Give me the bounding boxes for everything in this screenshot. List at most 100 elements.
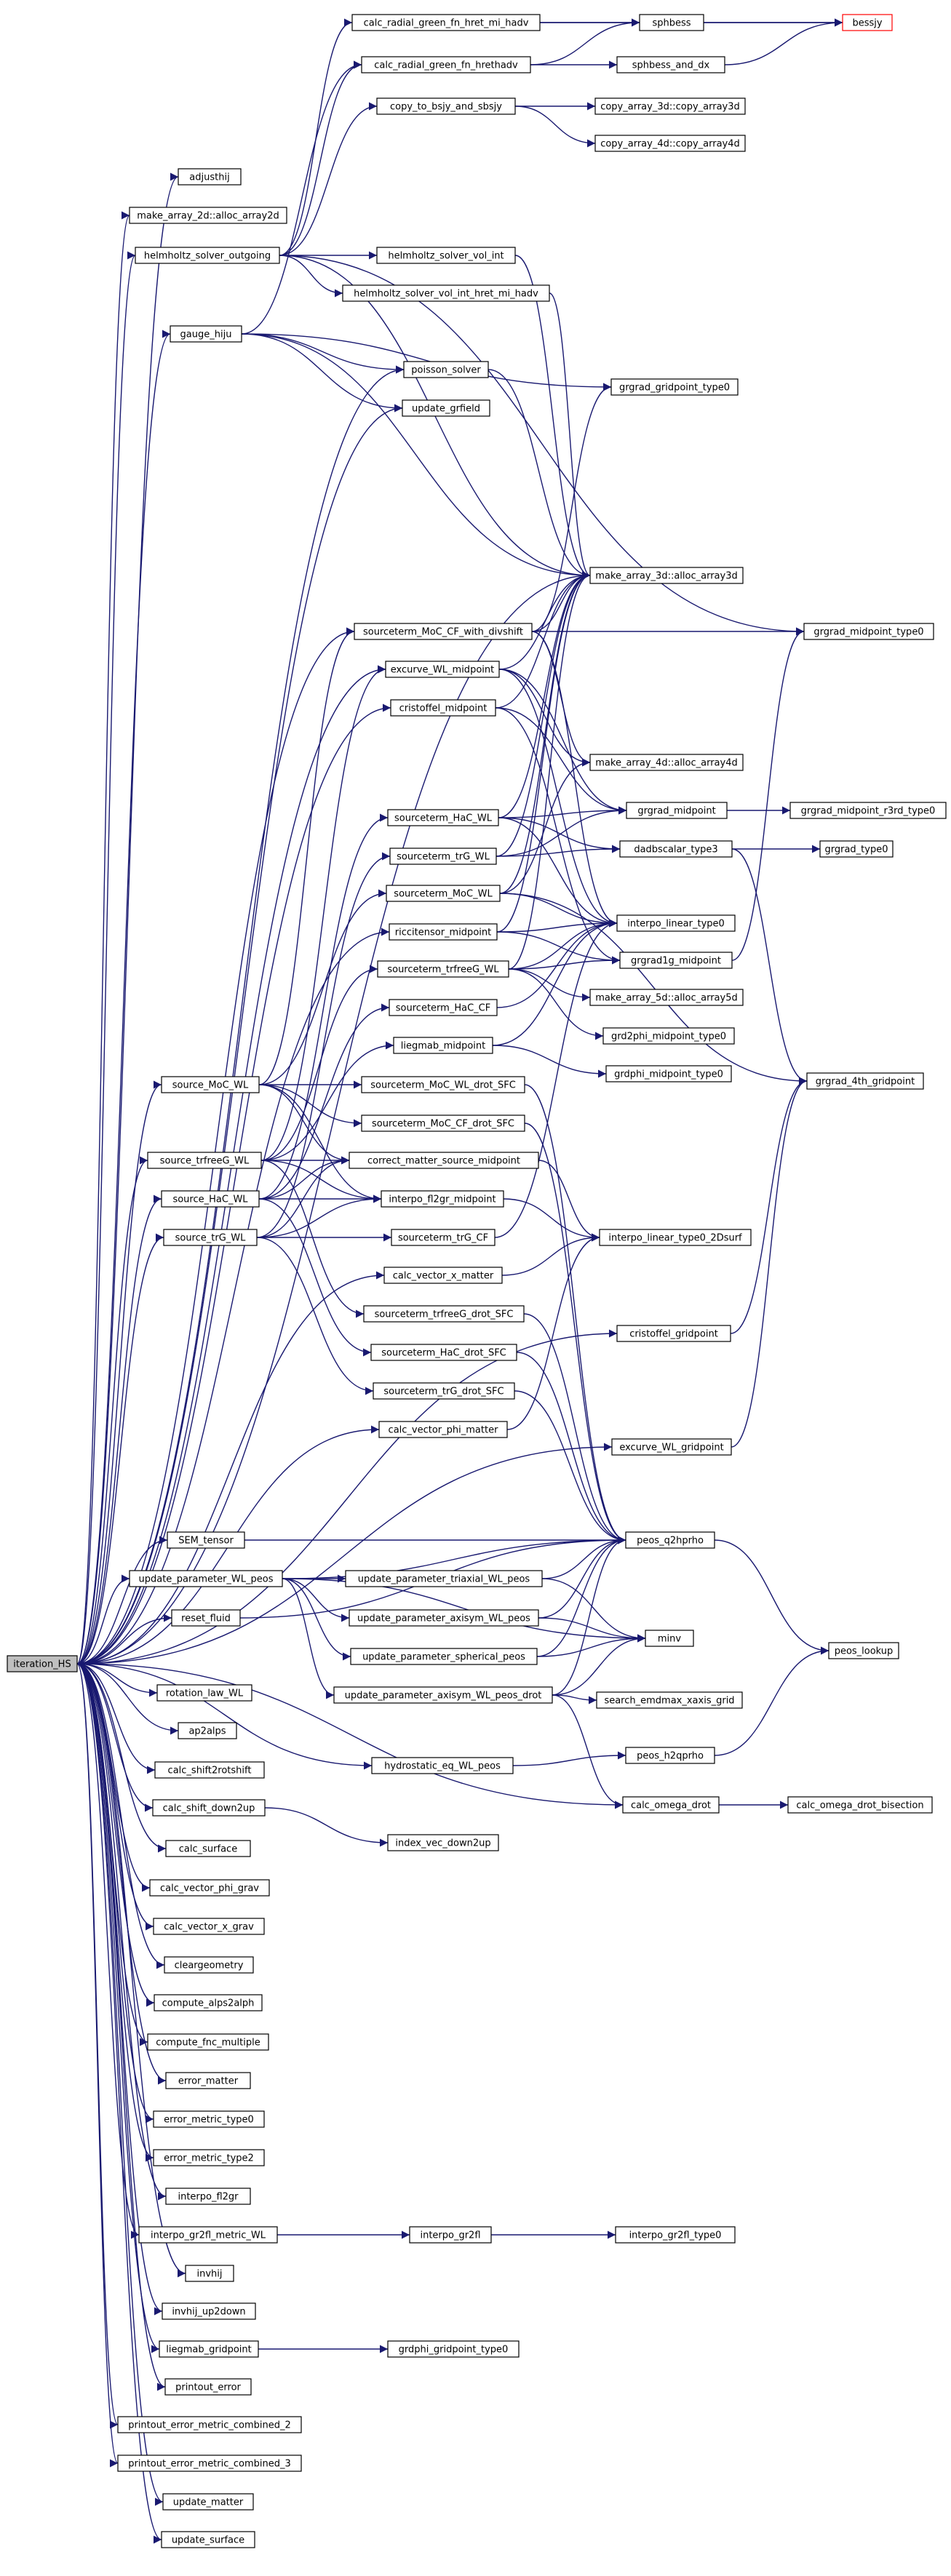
node-make_array_2d[interactable]: make_array_2d::alloc_array2d <box>129 207 287 224</box>
node-calc_vector_phi_grav[interactable]: calc_vector_phi_grav <box>149 1879 270 1897</box>
node-helmholtz_solver_vol_int_hret_mi_hadv[interactable]: helmholtz_solver_vol_int_hret_mi_hadv <box>342 284 550 302</box>
node-update_parameter_triaxial_WL_peos[interactable]: update_parameter_triaxial_WL_peos <box>345 1570 543 1587</box>
node-grgrad_midpoint_r3rd_type0[interactable]: grgrad_midpoint_r3rd_type0 <box>789 802 947 819</box>
node-bessjy[interactable]: bessjy <box>842 14 893 31</box>
node-printout_error_metric_combined_2[interactable]: printout_error_metric_combined_2 <box>117 2416 302 2433</box>
node-grd2phi_midpoint_type0[interactable]: grd2phi_midpoint_type0 <box>602 1027 735 1045</box>
node-calc_shift_down2up[interactable]: calc_shift_down2up <box>152 1799 266 1817</box>
node-make_array_4d[interactable]: make_array_4d::alloc_array4d <box>589 754 744 771</box>
node-grgrad_midpoint[interactable]: grgrad_midpoint <box>626 802 728 819</box>
node-calc_vector_x_grav[interactable]: calc_vector_x_grav <box>153 1918 265 1935</box>
node-interpo_linear_type0[interactable]: interpo_linear_type0 <box>616 914 736 932</box>
node-dadbscalar_type3[interactable]: dadbscalar_type3 <box>619 840 733 858</box>
node-grgrad_gridpoint_type0[interactable]: grgrad_gridpoint_type0 <box>610 378 739 396</box>
node-calc_vector_x_matter[interactable]: calc_vector_x_matter <box>383 1267 503 1284</box>
node-sourceterm_trfreeG_drot_SFC[interactable]: sourceterm_trfreeG_drot_SFC <box>363 1305 525 1323</box>
node-sourceterm_trG_drot_SFC[interactable]: sourceterm_trG_drot_SFC <box>373 1382 515 1400</box>
node-make_array_3d[interactable]: make_array_3d::alloc_array3d <box>589 567 744 584</box>
node-sourceterm_MoC_WL_drot_SFC[interactable]: sourceterm_MoC_WL_drot_SFC <box>361 1076 525 1093</box>
node-update_matter[interactable]: update_matter <box>162 2493 254 2511</box>
node-gauge_hiju[interactable]: gauge_hiju <box>170 325 242 343</box>
node-minv[interactable]: minv <box>645 1630 694 1647</box>
node-ap2alps[interactable]: ap2alps <box>178 1722 237 1739</box>
node-source_trfreeG_WL[interactable]: source_trfreeG_WL <box>147 1152 262 1169</box>
node-copy_array_4d[interactable]: copy_array_4d::copy_array4d <box>594 135 746 152</box>
node-calc_vector_phi_matter[interactable]: calc_vector_phi_matter <box>378 1421 508 1438</box>
node-invhij_up2down[interactable]: invhij_up2down <box>162 2302 256 2320</box>
node-calc_shift2rotshift[interactable]: calc_shift2rotshift <box>154 1761 265 1779</box>
node-update_parameter_WL_peos[interactable]: update_parameter_WL_peos <box>129 1570 283 1587</box>
node-rotation_law_WL[interactable]: rotation_law_WL <box>156 1684 252 1702</box>
node-hydrostatic_eq_WL_peos[interactable]: hydrostatic_eq_WL_peos <box>371 1757 514 1774</box>
node-interpo_linear_type0_2Dsurf[interactable]: interpo_linear_type0_2Dsurf <box>599 1229 752 1246</box>
node-liegmab_midpoint[interactable]: liegmab_midpoint <box>393 1037 493 1054</box>
node-cristoffel_gridpoint[interactable]: cristoffel_gridpoint <box>616 1325 731 1342</box>
node-interpo_gr2fl_type0[interactable]: interpo_gr2fl_type0 <box>615 2226 736 2244</box>
node-sourceterm_HaC_CF[interactable]: sourceterm_HaC_CF <box>389 999 498 1016</box>
node-compute_alps2alph[interactable]: compute_alps2alph <box>154 1994 263 2011</box>
node-update_grfield[interactable]: update_grfield <box>402 399 490 417</box>
node-excurve_WL_midpoint[interactable]: excurve_WL_midpoint <box>385 661 500 678</box>
node-sourceterm_trG_CF[interactable]: sourceterm_trG_CF <box>391 1229 496 1246</box>
node-calc_omega_drot_bisection[interactable]: calc_omega_drot_bisection <box>787 1796 933 1814</box>
node-calc_radial_green_fn_hret_mi_hadv[interactable]: calc_radial_green_fn_hret_mi_hadv <box>351 14 541 31</box>
node-helmholtz_solver_vol_int[interactable]: helmholtz_solver_vol_int <box>376 247 516 264</box>
node-cristoffel_midpoint[interactable]: cristoffel_midpoint <box>390 699 496 717</box>
node-grgrad_type0[interactable]: grgrad_type0 <box>819 840 894 858</box>
node-iteration_HS[interactable]: iteration_HS <box>7 1655 78 1672</box>
node-error_metric_type0[interactable]: error_metric_type0 <box>153 2110 265 2128</box>
node-update_parameter_axisym_WL_peos_drot[interactable]: update_parameter_axisym_WL_peos_drot <box>333 1686 553 1704</box>
node-interpo_fl2gr_midpoint[interactable]: interpo_fl2gr_midpoint <box>381 1190 504 1208</box>
node-excurve_WL_gridpoint[interactable]: excurve_WL_gridpoint <box>611 1438 732 1456</box>
node-source_HaC_WL[interactable]: source_HaC_WL <box>161 1190 260 1208</box>
node-invhij[interactable]: invhij <box>185 2265 234 2282</box>
node-liegmab_gridpoint[interactable]: liegmab_gridpoint <box>159 2340 259 2358</box>
node-update_parameter_spherical_peos[interactable]: update_parameter_spherical_peos <box>350 1648 538 1665</box>
node-interpo_gr2fl[interactable]: interpo_gr2fl <box>409 2226 492 2244</box>
node-riccitensor_midpoint[interactable]: riccitensor_midpoint <box>389 923 498 941</box>
node-grgrad_4th_gridpoint[interactable]: grgrad_4th_gridpoint <box>806 1072 924 1090</box>
node-sphbess[interactable]: sphbess <box>639 14 704 31</box>
node-grgrad1g_midpoint[interactable]: grgrad1g_midpoint <box>619 952 733 969</box>
node-update_parameter_axisym_WL_peos[interactable]: update_parameter_axisym_WL_peos <box>349 1609 539 1627</box>
node-calc_surface[interactable]: calc_surface <box>165 1840 251 1857</box>
node-SEM_tensor[interactable]: SEM_tensor <box>167 1531 245 1549</box>
node-copy_array_3d[interactable]: copy_array_3d::copy_array3d <box>594 97 746 115</box>
node-poisson_solver[interactable]: poisson_solver <box>403 361 489 378</box>
node-correct_matter_source_midpoint[interactable]: correct_matter_source_midpoint <box>349 1152 539 1169</box>
node-sourceterm_HaC_drot_SFC[interactable]: sourceterm_HaC_drot_SFC <box>370 1344 517 1361</box>
node-copy_to_bsjy_and_sbsjy[interactable]: copy_to_bsjy_and_sbsjy <box>376 97 516 115</box>
node-compute_fnc_multiple[interactable]: compute_fnc_multiple <box>147 2033 269 2051</box>
node-make_array_5d[interactable]: make_array_5d::alloc_array5d <box>589 989 744 1006</box>
node-sourceterm_trG_WL[interactable]: sourceterm_trG_WL <box>389 848 497 865</box>
node-calc_omega_drot[interactable]: calc_omega_drot <box>622 1796 720 1814</box>
node-update_surface[interactable]: update_surface <box>161 2531 255 2548</box>
node-sourceterm_MoC_CF_with_divshift[interactable]: sourceterm_MoC_CF_with_divshift <box>354 623 533 640</box>
node-printout_error_metric_combined_3[interactable]: printout_error_metric_combined_3 <box>117 2455 302 2472</box>
node-peos_lookup[interactable]: peos_lookup <box>828 1642 899 1659</box>
node-sourceterm_MoC_WL[interactable]: sourceterm_MoC_WL <box>386 885 501 902</box>
node-interpo_fl2gr[interactable]: interpo_fl2gr <box>165 2188 251 2205</box>
node-grgrad_midpoint_type0[interactable]: grgrad_midpoint_type0 <box>803 623 934 640</box>
node-interpo_gr2fl_metric_WL[interactable]: interpo_gr2fl_metric_WL <box>138 2226 278 2244</box>
node-peos_q2hprho[interactable]: peos_q2hprho <box>625 1531 715 1549</box>
node-printout_error[interactable]: printout_error <box>164 2378 252 2396</box>
node-grdphi_gridpoint_type0[interactable]: grdphi_gridpoint_type0 <box>387 2340 520 2358</box>
node-sphbess_and_dx[interactable]: sphbess_and_dx <box>616 56 725 73</box>
node-sourceterm_MoC_CF_drot_SFC[interactable]: sourceterm_MoC_CF_drot_SFC <box>361 1114 525 1132</box>
node-source_MoC_WL[interactable]: source_MoC_WL <box>161 1076 260 1093</box>
node-cleargeometry[interactable]: cleargeometry <box>164 1956 254 1974</box>
node-helmholtz_solver_outgoing[interactable]: helmholtz_solver_outgoing <box>135 247 280 264</box>
node-sourceterm_trfreeG_WL[interactable]: sourceterm_trfreeG_WL <box>377 960 509 978</box>
node-index_vec_down2up[interactable]: index_vec_down2up <box>387 1834 499 1851</box>
node-search_emdmax_xaxis_grid[interactable]: search_emdmax_xaxis_grid <box>596 1691 743 1709</box>
node-source_trG_WL[interactable]: source_trG_WL <box>163 1229 258 1246</box>
node-adjusthij[interactable]: adjusthij <box>178 168 242 186</box>
node-peos_h2qprho[interactable]: peos_h2qprho <box>625 1747 715 1764</box>
node-error_matter[interactable]: error_matter <box>165 2072 251 2089</box>
node-grdphi_midpoint_type0[interactable]: grdphi_midpoint_type0 <box>605 1065 732 1082</box>
node-reset_fluid[interactable]: reset_fluid <box>171 1609 241 1627</box>
node-sourceterm_HaC_WL[interactable]: sourceterm_HaC_WL <box>387 809 499 826</box>
node-error_metric_type2[interactable]: error_metric_type2 <box>153 2149 265 2166</box>
node-calc_radial_green_fn_hrethadv[interactable]: calc_radial_green_fn_hrethadv <box>361 56 531 73</box>
